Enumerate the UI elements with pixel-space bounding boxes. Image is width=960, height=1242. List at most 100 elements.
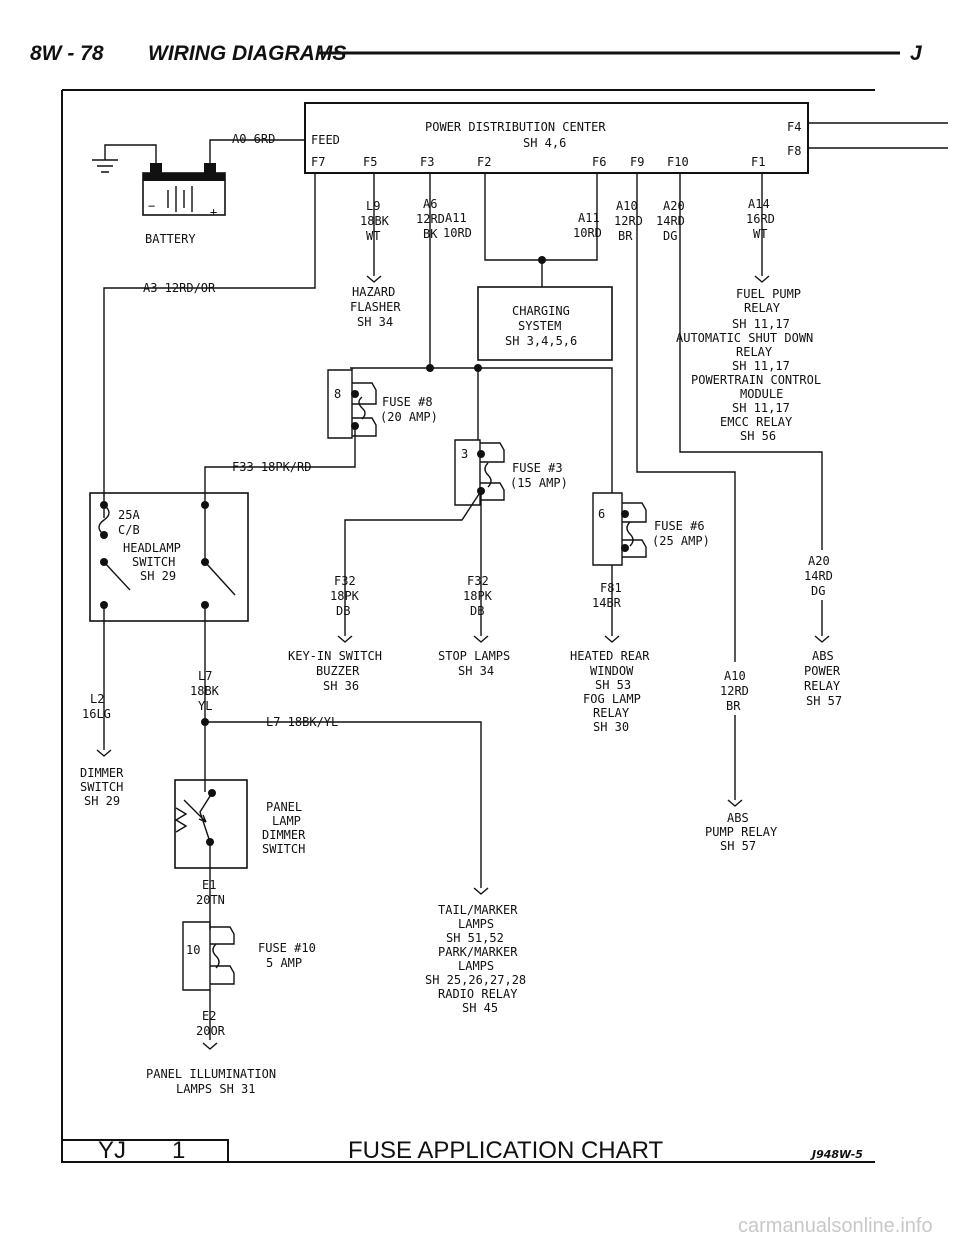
a10b-label-2: 12RD [720, 684, 749, 698]
l9-label-2: 18BK [360, 214, 390, 228]
fuel-label-5: RELAY [736, 345, 773, 359]
charging-system-box [477, 286, 613, 361]
a0-wire [209, 139, 305, 163]
diagram-frame [61, 89, 875, 1162]
watermark: carmanualsonline.info [738, 1215, 933, 1237]
l9-label-1: L9 [366, 199, 380, 213]
heated-label-6: SH 30 [593, 720, 629, 734]
abs-relay-label-2: POWER [804, 664, 841, 678]
f32-left-label-3: DB [336, 604, 350, 618]
hs-blade-right [204, 561, 236, 596]
abs-pump-label-3: SH 57 [720, 839, 756, 853]
panel-label-2: LAMP [272, 814, 301, 828]
a3-wire [103, 173, 316, 518]
abs-power-connector-icon [814, 635, 830, 643]
footer-frame [61, 1139, 875, 1163]
fuse6-block [592, 492, 647, 566]
circuit-breaker-icon [98, 504, 110, 536]
a10b-label-1: A10 [724, 669, 746, 683]
a20b-label-2: 14RD [804, 569, 833, 583]
l7-horizontal-wire [205, 721, 482, 888]
heated-label-4: FOG LAMP [583, 692, 641, 706]
panel-dimmer-box [174, 779, 248, 869]
pdc-term-f4: F4 [787, 120, 801, 134]
fuel-label-6: SH 11,17 [732, 359, 790, 373]
page-title: WIRING DIAGRAMS [148, 42, 346, 65]
a6-label-3: BK [423, 227, 438, 241]
hs-blade-left [103, 561, 131, 591]
f32-right-label-1: F32 [467, 574, 489, 588]
f32-right-label-3: DB [470, 604, 484, 618]
heated-label-5: RELAY [593, 706, 630, 720]
fuel-label-7: POWERTRAIN CONTROL [691, 373, 821, 387]
l2-label-2: 16LG [82, 707, 111, 721]
pdc-term-f10: F10 [667, 155, 689, 169]
f81-label-2: 14BR [592, 596, 622, 610]
f32-left-wire [344, 490, 482, 636]
pdc-term-f5: F5 [363, 155, 377, 169]
dimmer-label-3: SH 29 [84, 794, 120, 808]
stop-connector-icon [473, 635, 489, 643]
a11-left-label-1: A11 [445, 211, 467, 225]
fuel-label-1: FUEL PUMP [736, 287, 801, 301]
l2-label-1: L2 [90, 692, 104, 706]
keyin-label-2: BUZZER [316, 664, 360, 678]
fuel-label-9: SH 11,17 [732, 401, 790, 415]
pdc-term-f9: F9 [630, 155, 644, 169]
fuse8-block [327, 369, 377, 439]
l7-horizontal-label: L7 18BK/YL [266, 715, 338, 729]
charging-label-3: SH 3,4,5,6 [505, 334, 577, 348]
tail-label-6: SH 25,26,27,28 [425, 973, 526, 987]
fuse10-name: FUSE #10 [258, 941, 316, 955]
battery-label: BATTERY [145, 232, 196, 246]
a0-wire-label: A0 6RD [232, 132, 275, 146]
footer-code: J948W-5 [810, 1148, 863, 1161]
fuse3-name: FUSE #3 [512, 461, 563, 475]
pdc-box [304, 102, 809, 174]
pdc-term-f7: F7 [311, 155, 325, 169]
abs-pump-connector-icon [727, 799, 743, 807]
keyin-label-3: SH 36 [323, 679, 359, 693]
page-ref: 8W - 78 [30, 42, 104, 65]
l7-label-3: YL [198, 699, 212, 713]
fuse3-num: 3 [461, 447, 468, 461]
abs-relay-label-3: RELAY [804, 679, 841, 693]
hs-label-5: SH 29 [140, 569, 176, 583]
panel-label-1: PANEL [266, 800, 302, 814]
f33-wire [204, 426, 356, 505]
pdc-term-f6: F6 [592, 155, 606, 169]
a20b-label-3: DG [811, 584, 825, 598]
tail-connector-icon [473, 887, 489, 895]
a10-label-3: BR [618, 229, 633, 243]
a20-label-2: 14RD [656, 214, 685, 228]
bus-line [350, 367, 613, 493]
dimmer-label-1: DIMMER [80, 766, 124, 780]
heated-label-2: WINDOW [590, 664, 634, 678]
dimmer-connector-icon [96, 749, 112, 757]
a11-right-label-2: 10RD [573, 226, 602, 240]
hazard-label-1: HAZARD [352, 285, 395, 299]
illum-connector-icon [202, 1042, 218, 1050]
fuse6-name: FUSE #6 [654, 519, 705, 533]
fuse6-num: 6 [598, 507, 605, 521]
tail-label-5: LAMPS [458, 959, 494, 973]
e2-label-1: E2 [202, 1009, 216, 1023]
battery-symbol [142, 163, 226, 216]
l7-label-1: L7 [198, 669, 212, 683]
l7-label-2: 18BK [190, 684, 220, 698]
f33-wire-label: F33 18PK/RD [232, 460, 311, 474]
bus-splice-1 [426, 364, 434, 372]
panel-label-3: DIMMER [262, 828, 306, 842]
keyin-label-1: KEY-IN SWITCH [288, 649, 382, 663]
f32-left-label-2: 18PK [330, 589, 360, 603]
a10-label-2: 12RD [614, 214, 643, 228]
tail-label-2: LAMPS [458, 917, 494, 931]
charging-label-1: CHARGING [512, 304, 570, 318]
tail-label-8: SH 45 [462, 1001, 498, 1015]
heated-connector-icon [604, 635, 620, 643]
l9-label-3: WT [366, 229, 380, 243]
heated-label-1: HEATED REAR [570, 649, 650, 663]
tail-label-1: TAIL/MARKER [438, 903, 518, 917]
a20-label-3: DG [663, 229, 677, 243]
